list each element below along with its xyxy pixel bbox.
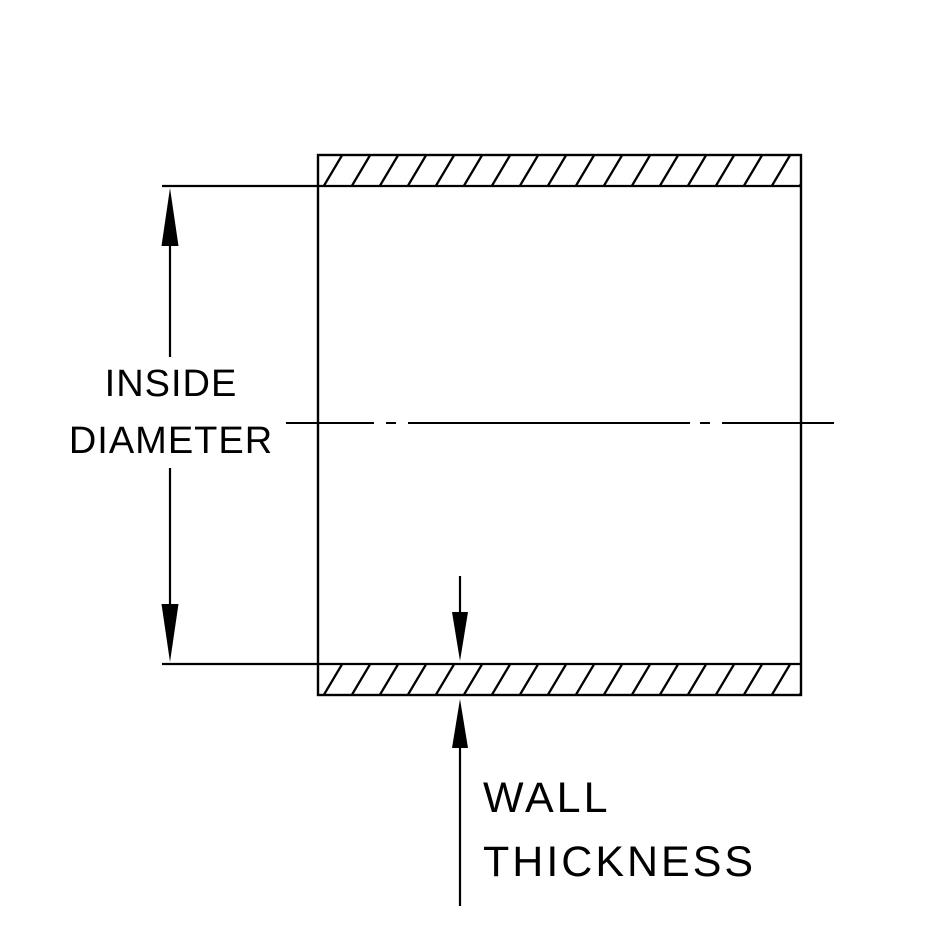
wall-thickness-label-line2: THICKNESS	[483, 838, 756, 886]
wall-thickness-arrow-up-icon	[452, 699, 468, 748]
inside-diameter-label-line1: INSIDE	[105, 363, 238, 405]
inside-diameter-arrow-up-icon	[161, 188, 179, 246]
wall-thickness-arrow-down-icon	[452, 612, 468, 661]
tube-outline	[316, 153, 803, 697]
top-wall-hatching	[319, 156, 800, 185]
inside-diameter-arrow-down-icon	[161, 604, 179, 662]
wall-thickness-label-line1: WALL	[483, 774, 611, 822]
bottom-wall-hatching	[319, 665, 800, 694]
inside-diameter-label-line2: DIAMETER	[69, 420, 273, 462]
